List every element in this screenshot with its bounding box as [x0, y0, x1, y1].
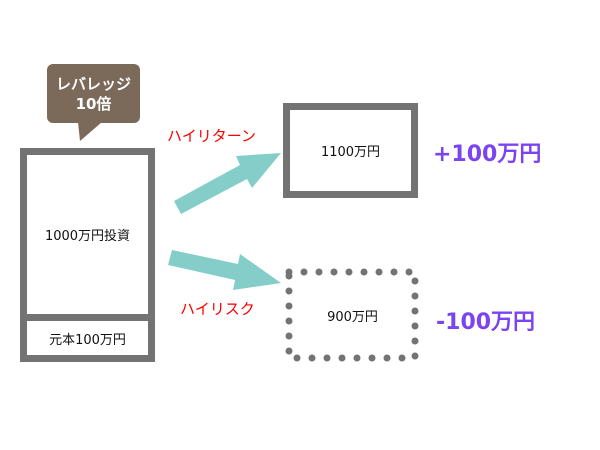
high-return-result: +100万円 [433, 142, 542, 167]
bubble-tail [78, 122, 102, 141]
high-return-label: ハイリターン [167, 127, 256, 145]
bubble-line2: 10倍 [75, 94, 112, 113]
high-risk-label: ハイリスク [180, 300, 255, 318]
high-risk-result: -100万円 [436, 310, 536, 335]
investment-total: 1000万円投資 [44, 229, 131, 244]
high-risk-box: 900万円 [327, 309, 378, 325]
dotted-box-border [285, 268, 419, 362]
divider [27, 314, 148, 321]
investment-box: 1000万円投資 元本100万円 [20, 148, 155, 362]
high-return-box: 1100万円 [283, 103, 418, 198]
principal: 元本100万円 [49, 332, 126, 348]
bubble-line1: レバレッジ [55, 74, 131, 93]
up-arrow [174, 153, 281, 214]
down-arrow [168, 250, 281, 290]
leverage-bubble: レバレッジ 10倍 [47, 64, 140, 123]
